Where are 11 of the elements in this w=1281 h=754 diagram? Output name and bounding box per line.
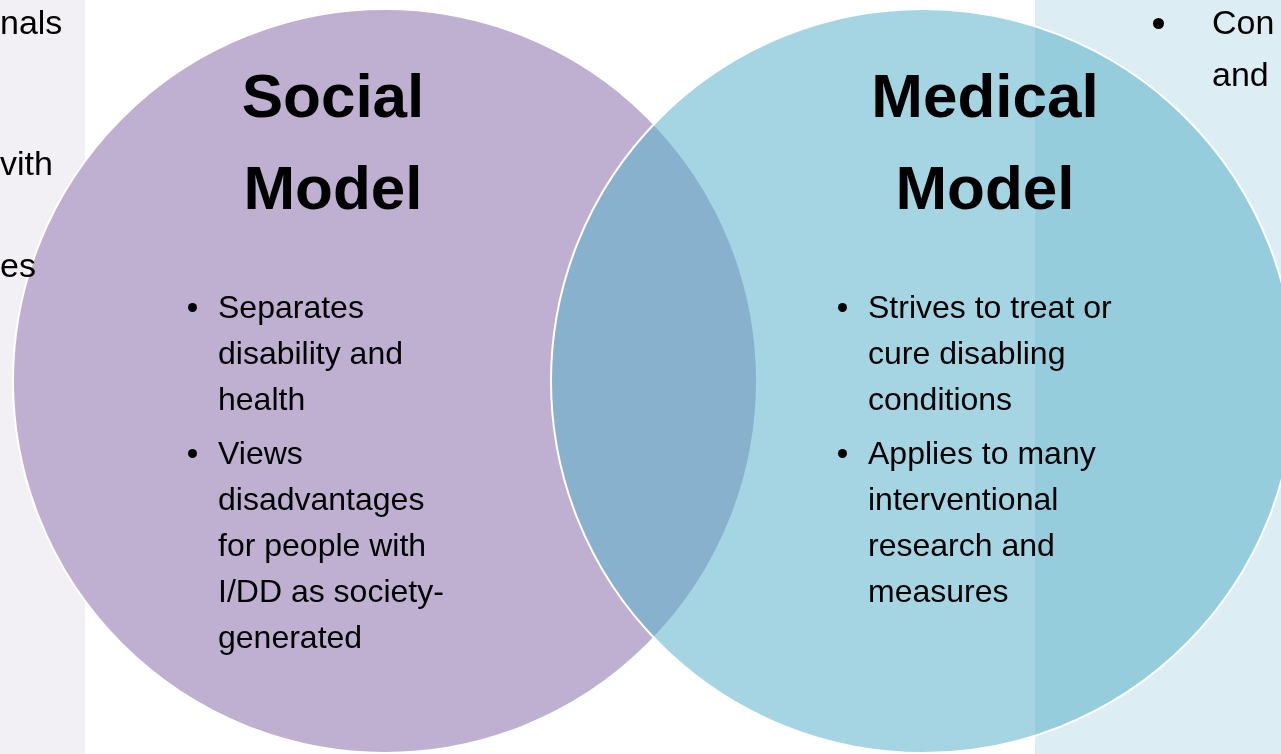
circle-heading: Medical Model [870,60,1100,224]
bullet-text: Separates disability and health [218,289,403,417]
text-fragment: Con [1212,2,1275,42]
text-fragment: nals [0,2,63,42]
text-fragment: vith [0,143,53,183]
bullet-text: Views disadvantages for people with I/DD as society-generated [218,435,444,655]
text-fragment: es [0,245,36,285]
bullet-text: Strives to treat or cure disabling conditions [868,289,1112,417]
text-fragment: and [1212,54,1269,94]
bullet-text: Applies to many interventional research and measures [868,435,1096,609]
circle-heading: Social Model [240,60,426,224]
